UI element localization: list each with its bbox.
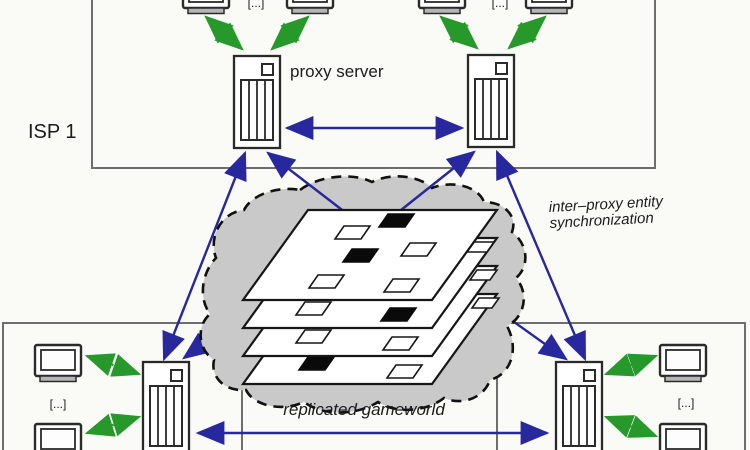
gameworld-layers	[240, 208, 501, 386]
client-proxy2-link	[507, 15, 547, 50]
entity-tile-black	[341, 248, 380, 263]
server-bottom-left-icon	[141, 360, 191, 450]
entity-tile	[385, 364, 424, 379]
proxy1-gameworld-link	[266, 151, 351, 217]
entity-tile	[382, 278, 421, 293]
entity-tile	[307, 274, 346, 289]
gameworld-label: replicated gameworld	[283, 400, 445, 419]
server-bottom-right-icon	[554, 360, 604, 450]
bottom-left-isp-box	[2, 322, 243, 450]
ellipsis-label: [...]	[492, 0, 509, 10]
entity-tile	[381, 336, 420, 351]
svg-text:synchronization: synchronization	[549, 210, 654, 232]
client-server4-link	[603, 415, 659, 438]
entity-tile	[468, 269, 499, 281]
proxy1-server3-link	[162, 150, 247, 362]
proxy-server-1-icon	[232, 54, 282, 150]
entity-tile	[294, 301, 333, 316]
sync-label: inter–proxy entity synchronization	[548, 193, 664, 232]
entity-tile	[470, 297, 501, 309]
client-proxy1-link	[270, 15, 310, 51]
proxy-server-label: proxy server	[290, 62, 384, 81]
svg-text:inter–proxy entity: inter–proxy entity	[548, 193, 664, 216]
ellipsis-label: [...]	[678, 396, 695, 410]
client-monitor-icon	[33, 343, 83, 383]
client-server3-link	[84, 353, 142, 377]
entity-tile-black	[377, 213, 416, 228]
isp1-label: ISP 1	[28, 121, 77, 143]
client-server3-link	[84, 413, 142, 437]
ellipsis-label: [...]	[50, 397, 67, 411]
client-monitor-icon	[417, 0, 467, 15]
entity-tile	[333, 225, 372, 240]
proxy2-server4-link	[495, 149, 587, 362]
client-server4-link	[603, 353, 659, 377]
client-monitor-icon	[33, 422, 83, 450]
client-monitor-icon	[285, 0, 335, 15]
entity-tile-black	[379, 307, 418, 322]
entity-tile	[399, 242, 438, 257]
proxy-server-2-icon	[466, 53, 516, 149]
entity-tile	[294, 329, 333, 344]
client-proxy2-link	[439, 15, 479, 50]
ellipsis-label: [...]	[248, 0, 265, 10]
client-proxy1-link	[204, 15, 244, 51]
isp1-box	[91, 0, 656, 169]
client-monitor-icon	[658, 422, 708, 450]
bottom-right-isp-box	[496, 322, 746, 450]
client-monitor-icon	[524, 0, 574, 15]
client-monitor-icon	[658, 343, 708, 383]
client-monitor-icon	[181, 0, 231, 15]
proxy2-gameworld-link	[395, 150, 476, 215]
